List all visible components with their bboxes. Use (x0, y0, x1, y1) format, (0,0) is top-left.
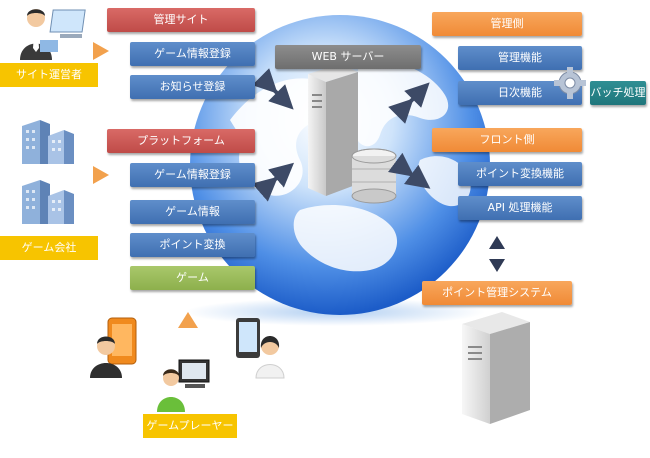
game-info-register-box-2: ゲーム情報登録 (130, 163, 255, 187)
platform-header: プラットフォーム (107, 129, 255, 153)
site-operator-label: サイト運営者 (0, 63, 98, 87)
admin-site-header: 管理サイト (107, 8, 255, 32)
game-box: ゲーム (130, 266, 255, 290)
web-server-label: WEB サーバー (275, 45, 421, 69)
game-player-label: ゲームプレーヤー (143, 414, 237, 438)
notice-register-box: お知らせ登録 (130, 75, 255, 99)
point-exchange-function-box: ポイント変換機能 (458, 162, 582, 186)
front-side-header: フロント側 (432, 128, 582, 152)
game-info-register-box: ゲーム情報登録 (130, 42, 255, 66)
building-icon (22, 120, 74, 164)
building-icon (22, 180, 74, 224)
gear-icon (554, 67, 586, 99)
admin-side-header: 管理側 (432, 12, 582, 36)
web-server-icon (308, 64, 358, 196)
player-pc-icon (157, 359, 210, 412)
site-operator-icon (20, 9, 86, 60)
player-smartphone-icon (90, 317, 137, 378)
game-company-label: ゲーム会社 (0, 236, 98, 260)
batch-process-label: バッチ処理 (590, 81, 646, 105)
game-info-box: ゲーム情報 (130, 200, 255, 224)
admin-function-box: 管理機能 (458, 46, 582, 70)
point-management-system-box: ポイント管理システム (422, 281, 572, 305)
player-tablet-icon (236, 318, 285, 379)
point-exchange-box: ポイント変換 (130, 233, 255, 257)
api-function-box: API 処理機能 (458, 196, 582, 220)
point-server-icon (462, 312, 530, 424)
